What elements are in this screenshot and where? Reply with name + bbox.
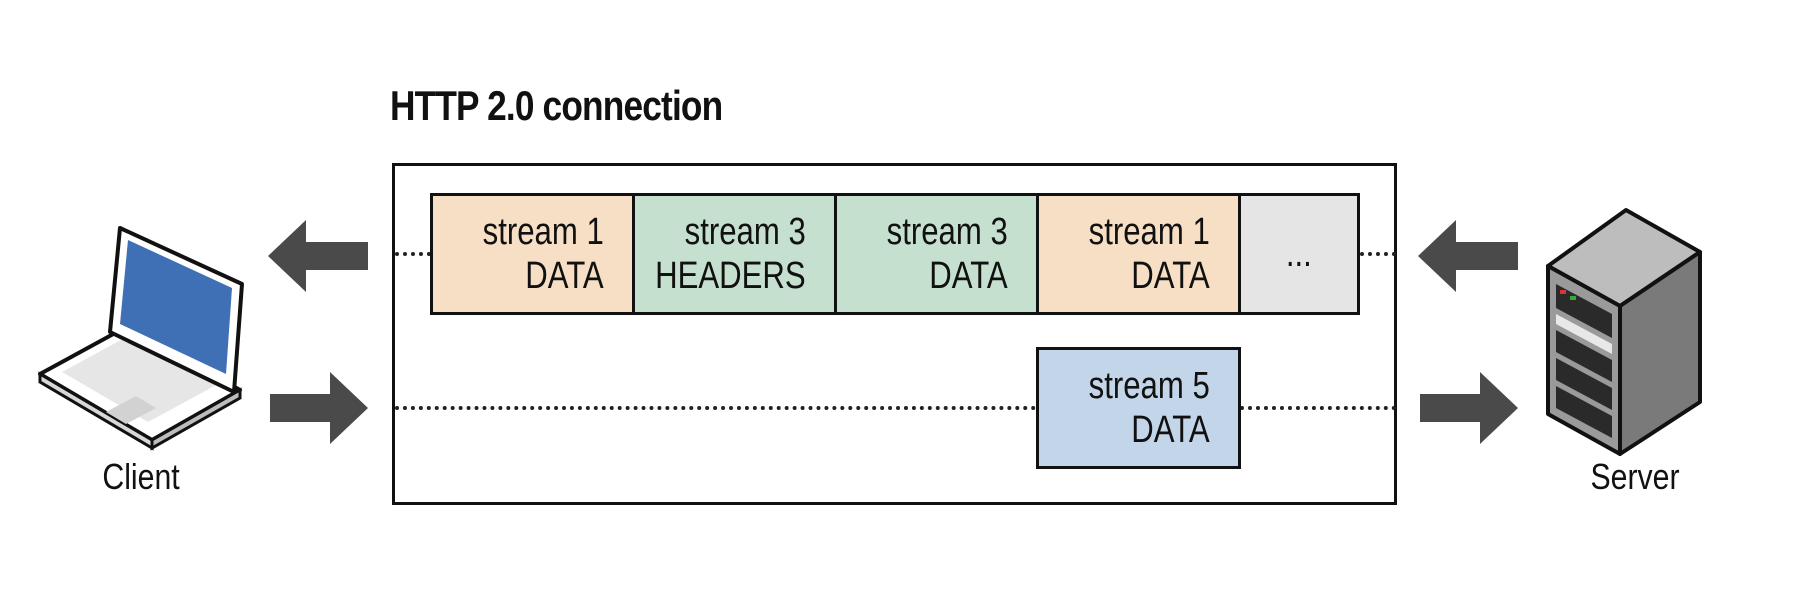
top-dotted-line-right	[1360, 252, 1396, 256]
frame-line2: DATA	[1131, 409, 1210, 451]
frame-ellipsis: ...	[1238, 193, 1360, 315]
connection-box	[392, 163, 1397, 505]
frame-ellipsis-text: ...	[1286, 233, 1312, 275]
top-dotted-line-left	[395, 252, 431, 256]
frame-line1: stream 3	[684, 211, 806, 253]
frame-line2: DATA	[929, 255, 1008, 297]
arrow-right-from-client-icon	[270, 372, 368, 444]
server-icon	[1546, 208, 1702, 456]
frame-line1: stream 5	[1088, 365, 1210, 407]
arrow-left-to-client-icon	[268, 220, 368, 292]
laptop-icon	[38, 226, 244, 451]
bottom-dotted-line-right	[1240, 406, 1396, 410]
arrow-right-to-server-icon	[1420, 372, 1518, 444]
frame-line1: stream 1	[482, 211, 604, 253]
frame-line1: stream 3	[886, 211, 1008, 253]
frame-line2: DATA	[525, 255, 604, 297]
frame-stream3-headers: stream 3 HEADERS	[632, 193, 837, 315]
frame-stream5-data: stream 5 DATA	[1036, 347, 1241, 469]
server-label: Server	[1590, 456, 1680, 497]
frame-stream3-data: stream 3 DATA	[834, 193, 1039, 315]
frame-stream1-data-b: stream 1 DATA	[1036, 193, 1241, 315]
client-label: Client	[102, 456, 180, 497]
frame-line2: HEADERS	[655, 255, 806, 297]
frame-line1: stream 1	[1088, 211, 1210, 253]
frame-line2: DATA	[1131, 255, 1210, 297]
bottom-dotted-line-left	[395, 406, 1036, 410]
frame-stream1-data-a: stream 1 DATA	[430, 193, 635, 315]
arrow-left-from-server-icon	[1418, 220, 1518, 292]
diagram-title: HTTP 2.0 connection	[390, 82, 723, 129]
